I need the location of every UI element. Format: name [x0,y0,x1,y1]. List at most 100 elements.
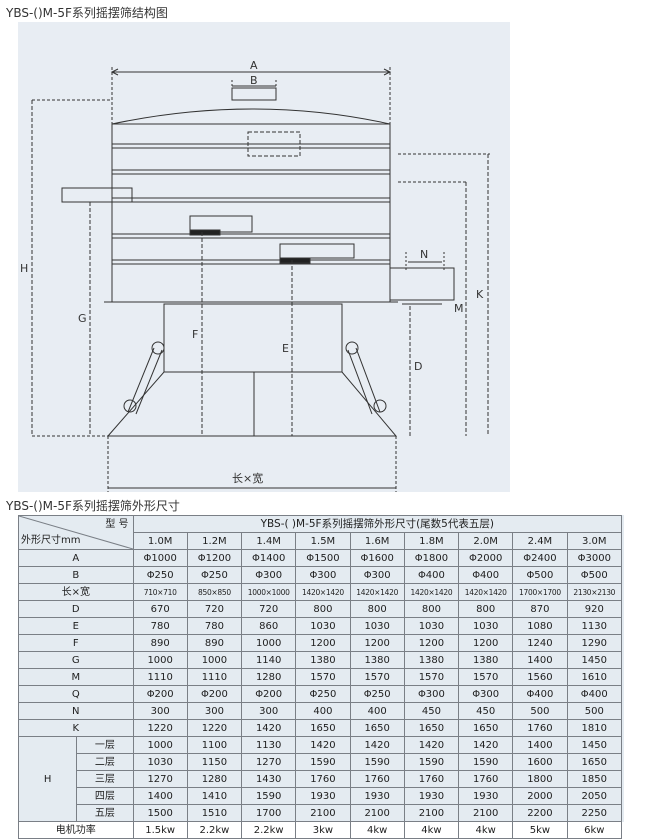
value-cell: Φ400 [566,685,623,703]
value-cell: Φ250 [349,685,405,703]
label-a: A [250,59,258,72]
value-cell: 1570 [458,668,514,686]
support-column [163,303,343,373]
row-label-cell: D [18,600,134,618]
value-cell: 1030 [132,753,188,771]
value-cell: Φ300 [403,685,460,703]
value-cell: 1030 [349,617,405,635]
value-cell: 2.2kw [241,821,297,839]
row-label-cell: 长×宽 [18,583,134,601]
value-cell: 1420 [403,736,460,754]
value-cell: 720 [241,600,297,618]
spring-right [345,341,387,415]
outlet-top [247,131,301,157]
value-cell: 3kw [295,821,351,839]
value-cell: 1590 [241,787,297,805]
value-cell: 2050 [566,787,623,805]
value-cell: 860 [241,617,297,635]
label-k: K [476,288,484,301]
value-cell: 4kw [458,821,514,839]
value-cell: 1000 [132,736,188,754]
value-cell: 1650 [566,753,623,771]
value-cell: 1080 [512,617,568,635]
inlet-port [231,87,277,101]
value-cell: Φ300 [241,566,297,584]
value-cell: 1380 [349,651,405,669]
value-cell: Φ300 [349,566,405,584]
value-cell: Φ3000 [566,549,623,567]
value-cell: 1760 [295,770,351,788]
model-header-cell: 1.2M [186,532,243,550]
value-cell: 1930 [458,787,514,805]
value-cell: 450 [458,702,514,720]
label-d: D [414,360,422,373]
value-cell: 1800 [512,770,568,788]
value-cell: 1000 [132,651,188,669]
value-cell: Φ1000 [132,549,188,567]
value-cell: 1000 [186,651,243,669]
value-cell: 2000 [512,787,568,805]
value-cell: 1760 [349,770,405,788]
value-cell: 1130 [241,736,297,754]
model-header-cell: 1.5M [295,532,351,550]
value-cell: 1590 [458,753,514,771]
structure-drawing: A B H G F E D M K N 长×宽 [18,22,510,492]
value-cell: 1510 [186,804,243,822]
value-cell: 1270 [132,770,188,788]
row-label-cell: K [18,719,134,737]
value-cell: 800 [349,600,405,618]
base [106,371,398,437]
value-cell: 1410 [186,787,243,805]
value-cell: 4kw [403,821,460,839]
value-cell: Φ250 [186,566,243,584]
value-cell: 1700 [241,804,297,822]
outlet-right [279,243,355,259]
value-cell: 1650 [458,719,514,737]
value-cell: 1130 [566,617,623,635]
value-cell: 2.2kw [186,821,243,839]
value-cell: Φ500 [566,566,623,584]
value-cell: Φ2000 [458,549,514,567]
label-base: 长×宽 [232,471,263,485]
value-cell: Φ400 [403,566,460,584]
value-cell: 1760 [403,770,460,788]
value-cell: 500 [512,702,568,720]
spring-left [123,341,165,415]
value-cell: 1140 [241,651,297,669]
value-cell: 1200 [458,634,514,652]
value-cell: 2100 [349,804,405,822]
label-n: N [420,248,428,261]
value-cell: 670 [132,600,188,618]
value-cell: Φ1600 [349,549,405,567]
value-cell: 1240 [512,634,568,652]
value-cell: 1600 [512,753,568,771]
row-label-cell: N [18,702,134,720]
value-cell: 1280 [241,668,297,686]
value-cell: 1760 [458,770,514,788]
value-cell: 1220 [186,719,243,737]
row-label-cell: A [18,549,134,567]
outlet-left [61,187,133,203]
value-cell: 1930 [295,787,351,805]
value-cell: 1500 [132,804,188,822]
model-header-cell: 1.4M [241,532,297,550]
outlet-side [389,267,455,301]
value-cell: Φ500 [512,566,568,584]
label-b: B [250,74,258,87]
value-cell: 800 [295,600,351,618]
value-cell: 1420 [349,736,405,754]
value-cell: Φ400 [512,685,568,703]
value-cell: 710×710 [132,583,188,601]
value-cell: 1.5kw [132,821,188,839]
value-cell: Φ1500 [295,549,351,567]
value-cell: 1450 [566,651,623,669]
value-cell: 400 [295,702,351,720]
